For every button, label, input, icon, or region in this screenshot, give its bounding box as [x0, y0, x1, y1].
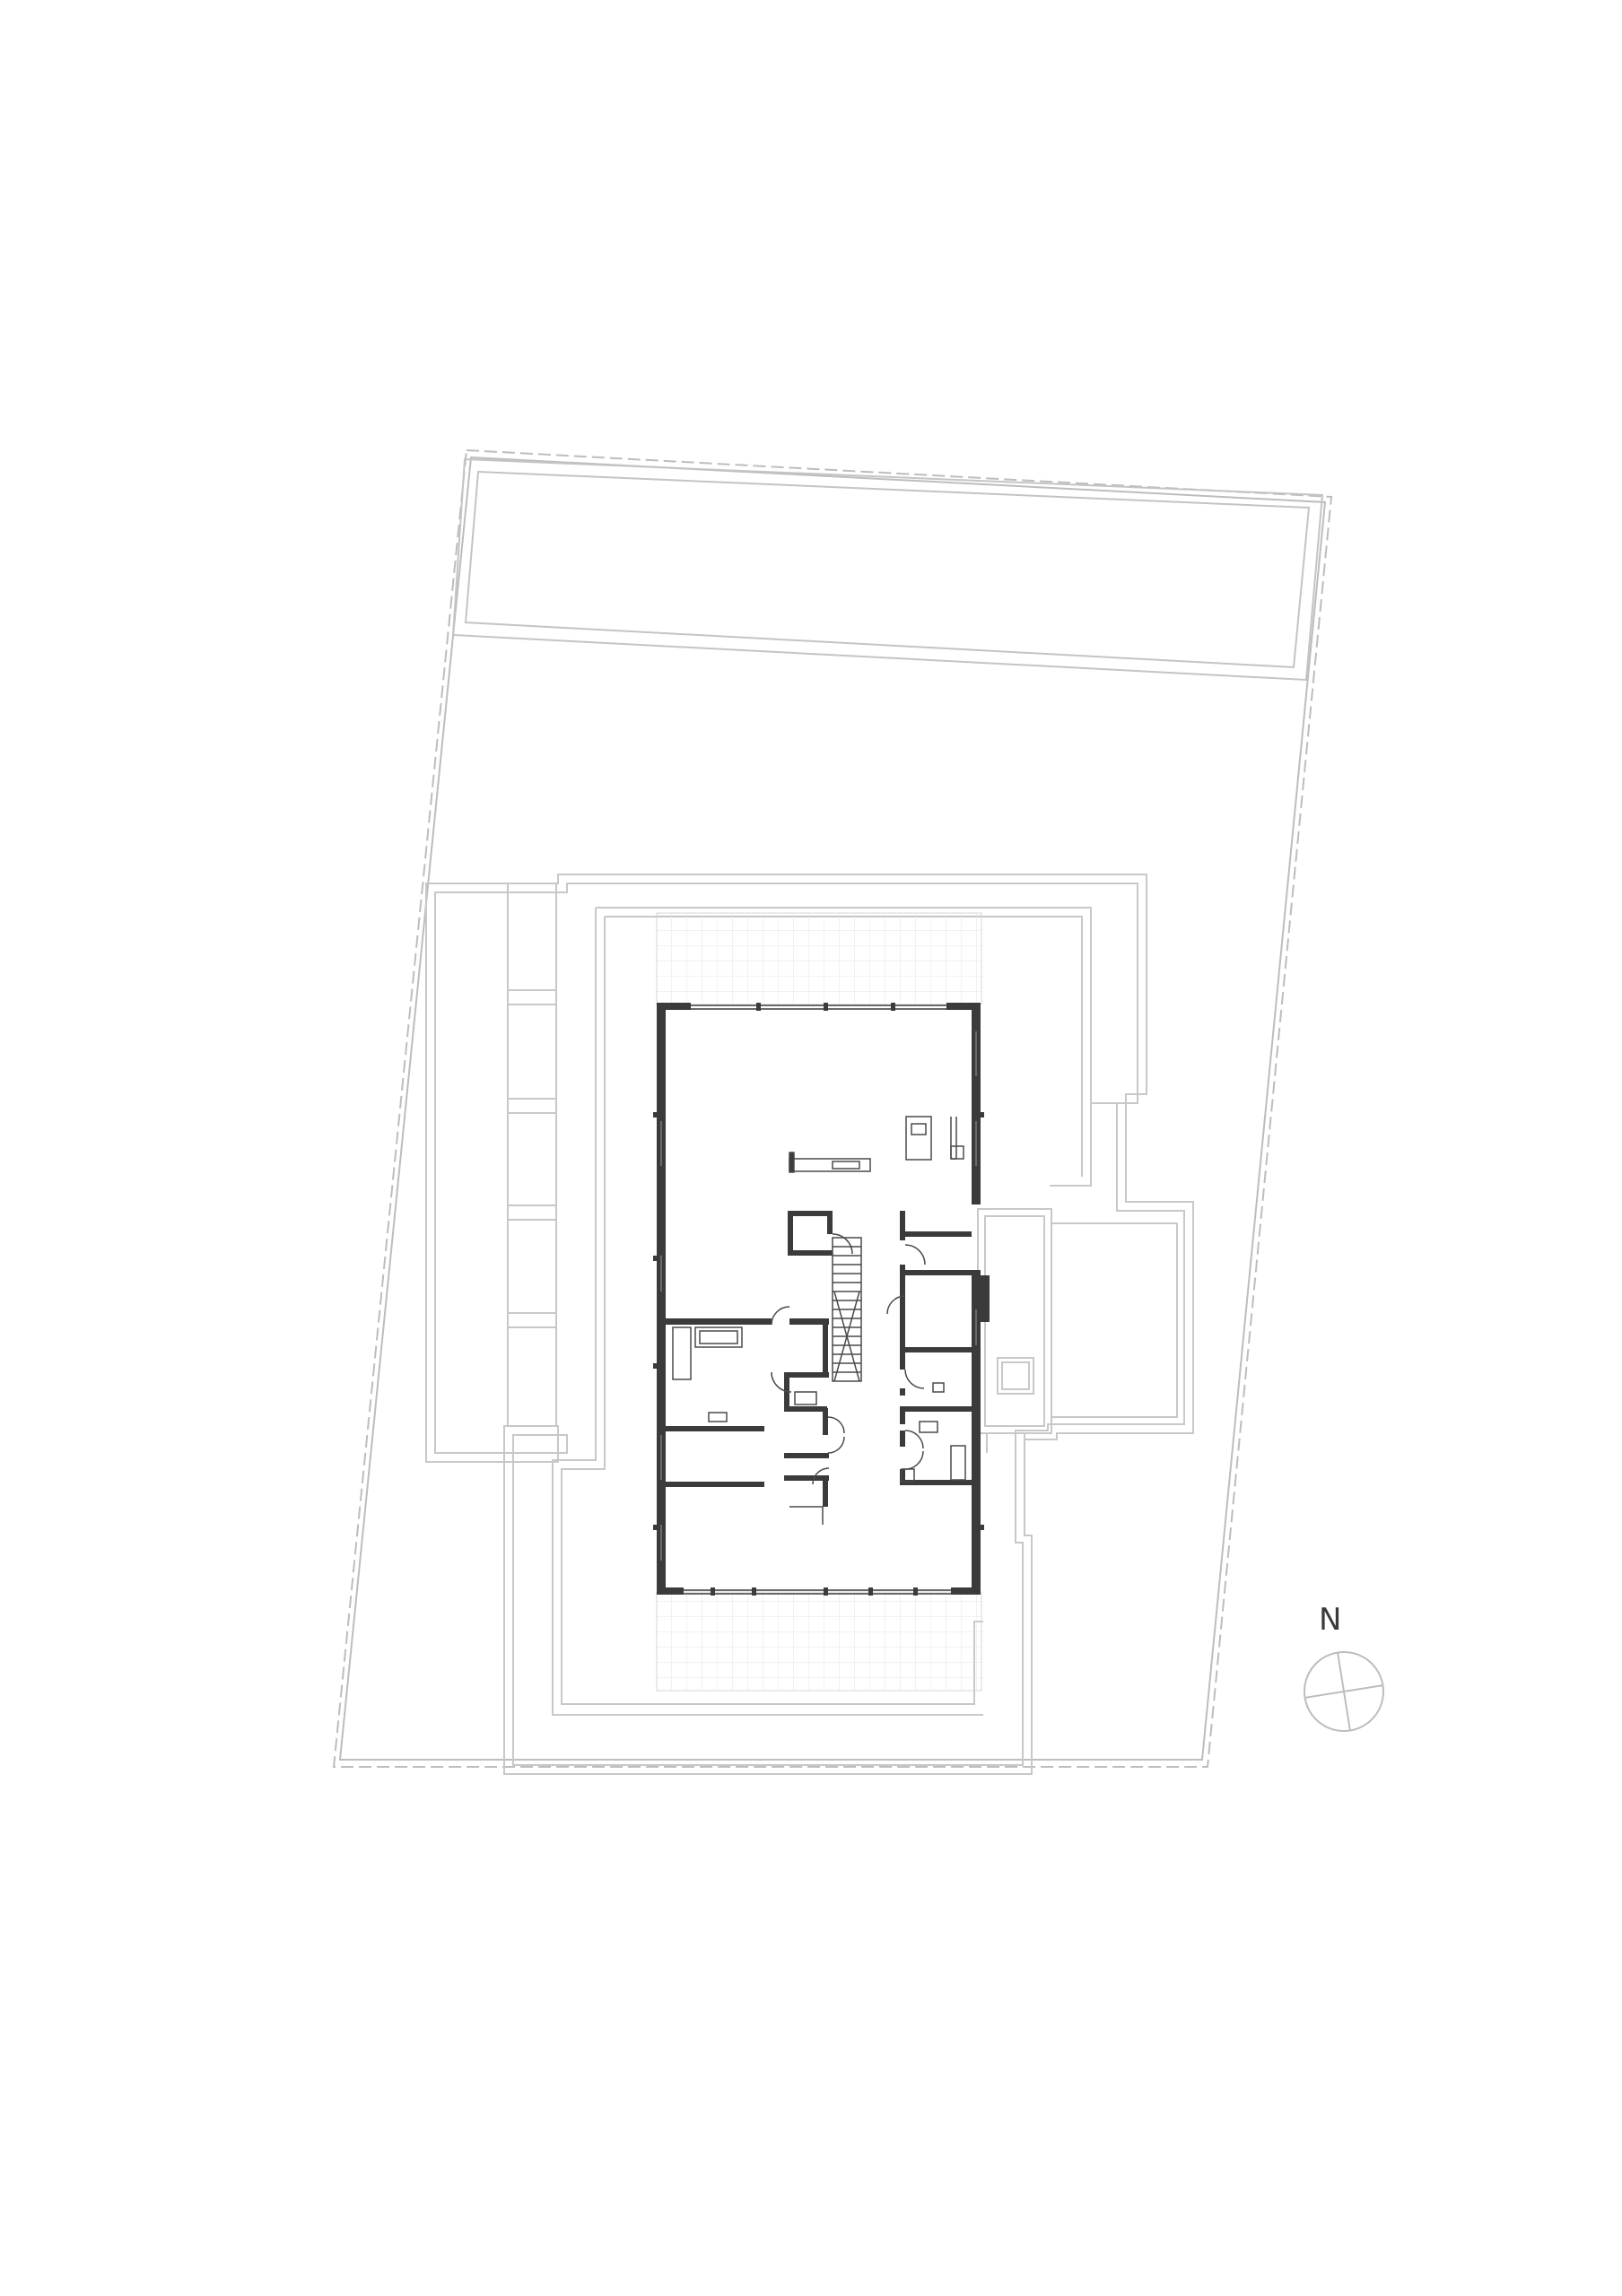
house-plan: [653, 1003, 990, 1596]
north-terrace-paving: [656, 912, 982, 1005]
kitchen-island: [789, 1158, 871, 1172]
north-strip: [451, 457, 1324, 682]
paved-terraces: [656, 912, 982, 1692]
window-mullions: [653, 1003, 984, 1596]
bathtub: [694, 1326, 743, 1348]
site-boundary: [332, 448, 1333, 1768]
north-label: N: [1319, 1602, 1341, 1638]
exterior-walls: [657, 1003, 990, 1595]
staircase: [832, 1237, 862, 1382]
north-arrow: N: [1304, 1602, 1384, 1732]
glazing: [660, 1004, 977, 1595]
fixtures: [672, 1116, 966, 1525]
interior-walls: [666, 1211, 981, 1507]
north-arrow-circle: [1304, 1651, 1384, 1732]
south-terrace-paving: [656, 1591, 982, 1692]
kitchen-counter: [905, 1116, 932, 1161]
